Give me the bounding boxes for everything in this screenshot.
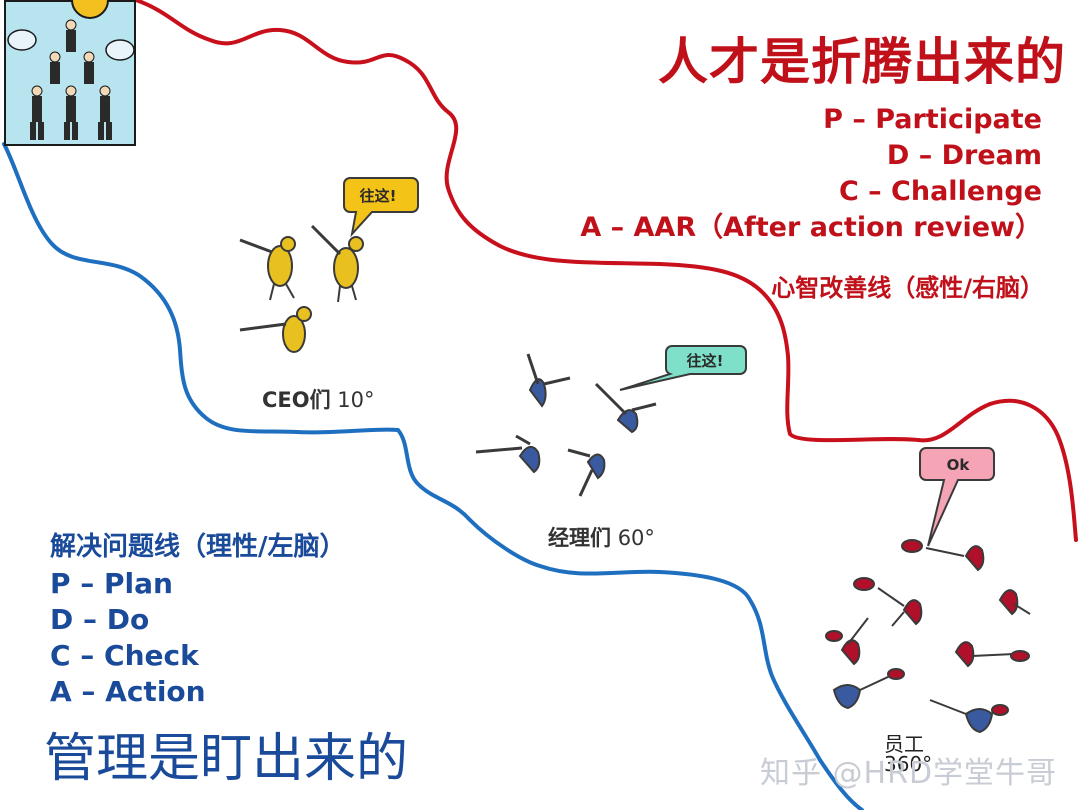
manager-figure — [475, 434, 541, 474]
employee-figure — [901, 539, 923, 553]
slide-title: 人才是折腾出来的 — [658, 33, 1066, 91]
list-item: P – Plan — [50, 567, 173, 600]
employee-figures: Ok — [825, 447, 1031, 734]
ceo-figure — [239, 306, 312, 353]
employee-figure — [954, 641, 1030, 668]
mind-improvement-heading: 心智改善线（感性/右脑） — [771, 274, 1044, 302]
employee-figure — [825, 617, 869, 666]
employee-figure — [929, 699, 1009, 734]
ceo-figures: 往这! — [239, 177, 419, 353]
participate-dream-list: P – Participate D – Dream C – Challenge … — [580, 102, 1042, 246]
group-degree: 360° — [884, 752, 933, 776]
list-item: D – Dream — [886, 140, 1042, 171]
manager-group-label: 经理们 60° — [548, 522, 655, 552]
employee-figure — [877, 587, 923, 627]
group-name: 经理们 — [548, 526, 611, 550]
employee-speech-bubble: Ok — [919, 447, 995, 547]
human-pyramid-illustration — [4, 0, 136, 146]
employee-bubble-text: Ok — [947, 456, 971, 474]
employee-figure — [832, 668, 905, 710]
list-item: C – Check — [50, 639, 199, 672]
list-item: A – AAR（After action review） — [580, 212, 1042, 243]
manager-speech-bubble: 往这! — [619, 345, 747, 391]
ceo-speech-bubble: 往这! — [343, 177, 419, 238]
list-item: P – Participate — [823, 104, 1042, 135]
manager-figure — [567, 448, 606, 497]
mind-improvement-line — [134, 0, 1078, 542]
ceo-figure — [239, 236, 296, 301]
list-item: C – Challenge — [838, 176, 1042, 207]
employee-group-label: 员工 360° — [884, 734, 932, 774]
group-name: 员工 — [884, 732, 924, 756]
problem-solving-line — [2, 142, 864, 810]
manager-figure — [594, 382, 657, 434]
manager-figure — [526, 353, 571, 408]
group-degree: 10° — [337, 388, 375, 412]
list-item: A – Action — [50, 675, 206, 708]
ceo-bubble-text: 往这! — [360, 187, 397, 205]
employee-figure — [853, 577, 875, 591]
manager-bubble-text: 往这! — [687, 352, 724, 370]
list-item: D – Do — [50, 603, 150, 636]
group-name: CEO们 — [262, 388, 331, 412]
ceo-group-label: CEO们 10° — [262, 384, 375, 414]
manager-figures: 往这! — [475, 345, 747, 497]
ceo-figure — [310, 224, 364, 303]
problem-solving-heading: 解决问题线（理性/左脑） — [50, 532, 346, 562]
pdca-list: P – Plan D – Do C – Check A – Action — [50, 566, 206, 710]
employee-figure — [998, 589, 1031, 616]
management-caption: 管理是盯出来的 — [44, 729, 409, 789]
watermark: 知乎 @HRD学堂牛哥 — [760, 756, 1058, 791]
employee-figure — [925, 545, 985, 572]
group-degree: 60° — [617, 526, 655, 550]
